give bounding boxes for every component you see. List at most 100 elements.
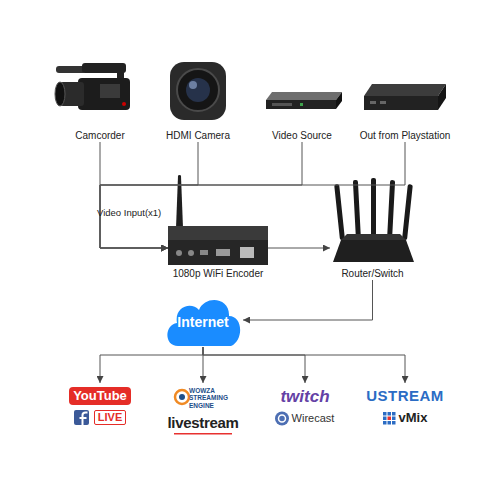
edge-label: Video Input(x1) bbox=[97, 207, 161, 218]
platform-logo-text: YouTube bbox=[69, 387, 131, 405]
cloud-shape bbox=[167, 300, 240, 346]
livestream-underline bbox=[174, 433, 232, 435]
camera-lens-glint bbox=[189, 81, 197, 89]
device-label: Video Source bbox=[272, 130, 332, 142]
vmix-icon bbox=[383, 412, 396, 425]
vmix-cell bbox=[383, 421, 387, 425]
wirecast-ring bbox=[279, 415, 286, 422]
encoder-ethernet-port bbox=[240, 247, 254, 258]
device-label: 1080p WiFi Encoder bbox=[173, 268, 264, 280]
connector-arrow bbox=[243, 280, 373, 320]
recorder-front bbox=[266, 100, 336, 109]
encoder-antenna-tip bbox=[178, 175, 181, 177]
platform-logo-text: WOWZA STREAMING ENGINE bbox=[189, 387, 233, 409]
encoder-top bbox=[168, 226, 268, 242]
camera-lens-glass bbox=[186, 78, 210, 102]
vmix-cell bbox=[383, 417, 387, 421]
router-antenna bbox=[402, 184, 413, 240]
connector-arrow bbox=[100, 142, 168, 248]
router-antenna bbox=[371, 178, 376, 240]
camcorder-illustration bbox=[55, 63, 130, 110]
device-label: Out from Playstation bbox=[360, 130, 451, 142]
console-side bbox=[438, 84, 446, 110]
router-antenna bbox=[387, 180, 395, 240]
facebook-square bbox=[74, 410, 89, 425]
device-node: Out from Playstation bbox=[345, 50, 465, 142]
encoder-port bbox=[188, 250, 194, 256]
hdmi-camera-illustration bbox=[170, 62, 226, 120]
vmix-cell bbox=[392, 421, 396, 425]
device-node: Camcorder bbox=[50, 50, 150, 142]
camcorder-panel bbox=[100, 84, 120, 98]
console-top bbox=[364, 84, 446, 96]
connector-arrow bbox=[100, 347, 203, 383]
router-top bbox=[341, 234, 406, 240]
router-antenna bbox=[353, 180, 361, 240]
wirecast-icon bbox=[275, 412, 289, 426]
platform-group: WOWZA STREAMING ENGINE livestream bbox=[158, 383, 248, 438]
platform-logo-text: twitch bbox=[280, 387, 329, 407]
console-front bbox=[364, 96, 438, 110]
connector-arrow bbox=[100, 142, 405, 248]
livestream-mark bbox=[174, 433, 232, 435]
camcorder-lens bbox=[55, 82, 65, 106]
video-source-illustration bbox=[266, 92, 342, 109]
platform-logo-text: livestream bbox=[167, 414, 238, 432]
vmix-cell bbox=[388, 412, 392, 416]
encoder-port bbox=[176, 250, 182, 256]
camera-lens-ring bbox=[177, 69, 219, 111]
router-illustration bbox=[333, 178, 414, 262]
connector-arrow bbox=[203, 347, 405, 383]
console-port bbox=[380, 101, 386, 104]
encoder-antenna bbox=[176, 176, 183, 228]
connector-arrow bbox=[100, 142, 302, 248]
connector-arrow bbox=[203, 347, 305, 383]
facebook-icon bbox=[74, 410, 89, 425]
device-label: Camcorder bbox=[75, 130, 124, 142]
encoder-hdmi-port bbox=[216, 249, 230, 256]
router-node: Router/Switch bbox=[330, 170, 415, 280]
recorder-ports bbox=[272, 103, 292, 106]
wirecast-disc bbox=[275, 412, 289, 426]
platform-logo-text: vMix bbox=[399, 410, 428, 426]
vmix-cell bbox=[388, 421, 392, 425]
encoder-illustration bbox=[168, 175, 268, 265]
wowza-icon bbox=[175, 390, 189, 404]
encoder-node: 1080p WiFi Encoder bbox=[168, 170, 268, 280]
internet-cloud: Internet bbox=[163, 292, 243, 347]
device-node: Video Source bbox=[252, 50, 352, 142]
playstation-illustration bbox=[364, 84, 446, 110]
platform-logo-text: LIVE bbox=[94, 410, 126, 425]
console-port bbox=[370, 101, 376, 104]
platform-group: YouTubeLIVE bbox=[55, 383, 145, 438]
camera-body bbox=[170, 62, 226, 120]
camcorder-led bbox=[122, 102, 126, 106]
facebook-letter-shape bbox=[80, 413, 88, 426]
recorder-led bbox=[300, 103, 303, 106]
platform-group: USTREAM vMix bbox=[360, 383, 450, 438]
router-body bbox=[333, 240, 414, 262]
device-label: HDMI Camera bbox=[166, 130, 230, 142]
router-antenna bbox=[334, 184, 345, 240]
device-node: HDMI Camera bbox=[148, 50, 248, 142]
cloud-label: Internet bbox=[177, 314, 228, 331]
platform-group: twitchWirecast bbox=[260, 383, 350, 438]
wowza-ring bbox=[175, 390, 189, 404]
vmix-cell bbox=[383, 412, 387, 416]
connector-arrow bbox=[100, 142, 198, 248]
recorder-side bbox=[336, 92, 342, 109]
camcorder-mic bbox=[56, 66, 86, 73]
device-label: Router/Switch bbox=[341, 268, 403, 280]
recorder-top bbox=[266, 92, 342, 100]
encoder-front bbox=[168, 240, 268, 265]
platform-logo-text: USTREAM bbox=[366, 387, 444, 405]
vmix-cell bbox=[392, 417, 396, 421]
vmix-cell bbox=[392, 412, 396, 416]
connector-arrow bbox=[203, 347, 204, 383]
vmix-cell bbox=[388, 417, 392, 421]
wowza-core bbox=[179, 394, 185, 400]
platform-logo-text: Wirecast bbox=[292, 412, 335, 425]
encoder-port bbox=[200, 250, 208, 255]
